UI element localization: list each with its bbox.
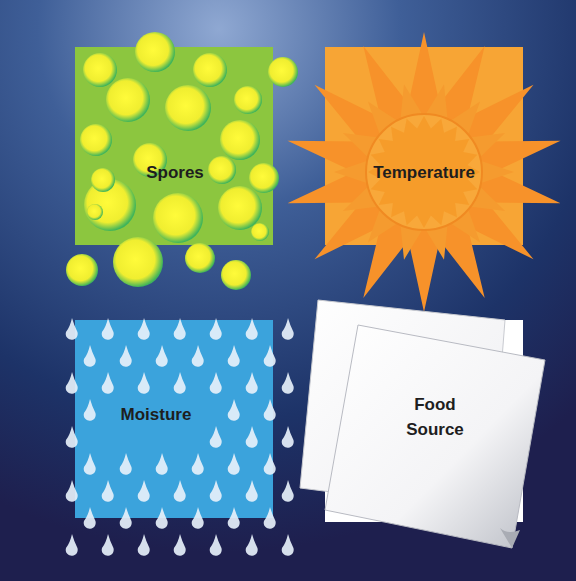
raindrop <box>84 453 96 475</box>
raindrop <box>264 399 276 421</box>
raindrop <box>264 507 276 529</box>
sun <box>288 32 561 312</box>
raindrop <box>228 345 240 367</box>
spore <box>83 53 117 87</box>
raindrop <box>210 318 222 340</box>
spore <box>80 124 112 156</box>
spore <box>218 186 262 230</box>
raindrop <box>282 480 294 502</box>
raindrop <box>66 480 78 502</box>
raindrop <box>282 426 294 448</box>
paper-sheets <box>300 300 545 548</box>
raindrop <box>192 345 204 367</box>
raindrop <box>210 534 222 556</box>
blue-square <box>75 320 273 518</box>
raindrop <box>174 318 186 340</box>
raindrop <box>138 372 150 394</box>
raindrop <box>156 507 168 529</box>
raindrop <box>174 480 186 502</box>
raindrop <box>228 399 240 421</box>
moisture-box: Moisture <box>75 320 273 518</box>
node-label: Temperature <box>373 161 475 186</box>
raindrop <box>138 318 150 340</box>
spore <box>135 32 175 72</box>
raindrop <box>174 534 186 556</box>
spore <box>251 223 269 241</box>
temperature-box: Temperature <box>325 47 523 245</box>
sun-core <box>368 116 480 228</box>
raindrop <box>228 507 240 529</box>
spore <box>91 168 115 192</box>
raindrops <box>66 318 294 556</box>
raindrop <box>102 480 114 502</box>
raindrop <box>138 534 150 556</box>
spore <box>268 57 298 87</box>
raindrop <box>282 534 294 556</box>
spore <box>249 163 279 193</box>
raindrop <box>84 345 96 367</box>
raindrop <box>228 453 240 475</box>
raindrop <box>210 426 222 448</box>
raindrop <box>210 480 222 502</box>
raindrop <box>192 453 204 475</box>
raindrop <box>66 534 78 556</box>
raindrop <box>66 318 78 340</box>
raindrop <box>174 372 186 394</box>
spore <box>220 120 260 160</box>
spore <box>113 237 163 287</box>
raindrop <box>282 318 294 340</box>
node-label: Spores <box>146 161 204 186</box>
raindrop <box>120 453 132 475</box>
raindrop <box>120 345 132 367</box>
spore <box>193 53 227 87</box>
spore <box>66 254 98 286</box>
paper-sheet <box>325 325 545 548</box>
raindrop <box>192 507 204 529</box>
node-label: Moisture <box>121 403 192 428</box>
raindrop <box>210 372 222 394</box>
sun-rays <box>334 84 514 259</box>
raindrop <box>102 534 114 556</box>
raindrop <box>156 345 168 367</box>
food-source-box: Food Source <box>325 320 523 522</box>
spore <box>208 156 236 184</box>
raindrop <box>84 399 96 421</box>
spores-box: Spores <box>75 47 273 245</box>
raindrop <box>102 318 114 340</box>
raindrop <box>138 480 150 502</box>
raindrop <box>66 426 78 448</box>
raindrop <box>282 372 294 394</box>
raindrop <box>120 507 132 529</box>
raindrop <box>66 372 78 394</box>
raindrop <box>264 453 276 475</box>
raindrop <box>246 426 258 448</box>
node-label: Food Source <box>385 393 485 442</box>
raindrop <box>264 345 276 367</box>
sun-disc <box>366 114 482 230</box>
spores <box>66 32 298 290</box>
green-square <box>75 47 273 245</box>
spore <box>221 260 251 290</box>
raindrop <box>102 372 114 394</box>
raindrop <box>246 318 258 340</box>
sun-rays <box>288 32 561 312</box>
paper-curl <box>500 528 520 548</box>
raindrop <box>246 534 258 556</box>
raindrop <box>246 480 258 502</box>
spore <box>165 85 211 131</box>
raindrop <box>246 372 258 394</box>
spore <box>87 204 103 220</box>
raindrop <box>156 453 168 475</box>
spore <box>153 193 203 243</box>
raindrop <box>84 507 96 529</box>
spore <box>185 243 215 273</box>
spore <box>106 78 150 122</box>
spore <box>234 86 262 114</box>
